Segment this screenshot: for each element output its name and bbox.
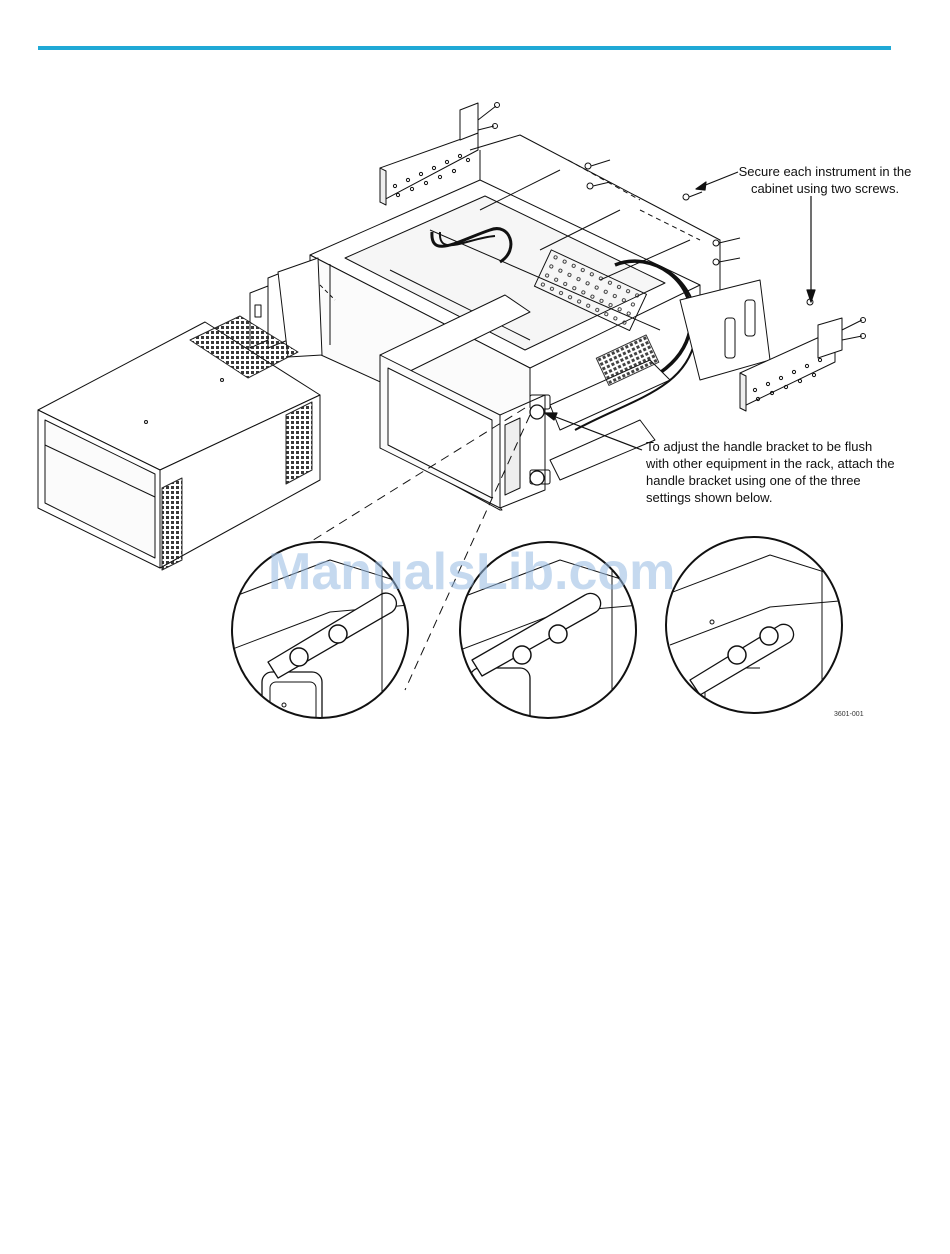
watermark-text: ManualsLib.com — [268, 542, 675, 602]
figure-id: 3601-001 — [834, 711, 864, 718]
detail-circle-3 — [660, 525, 870, 735]
callout-secure-screws: Secure each instrument in the cabinet us… — [730, 163, 920, 197]
callout-handle-bracket: To adjust the handle bracket to be flush… — [646, 438, 906, 506]
left-instrument — [38, 316, 320, 570]
